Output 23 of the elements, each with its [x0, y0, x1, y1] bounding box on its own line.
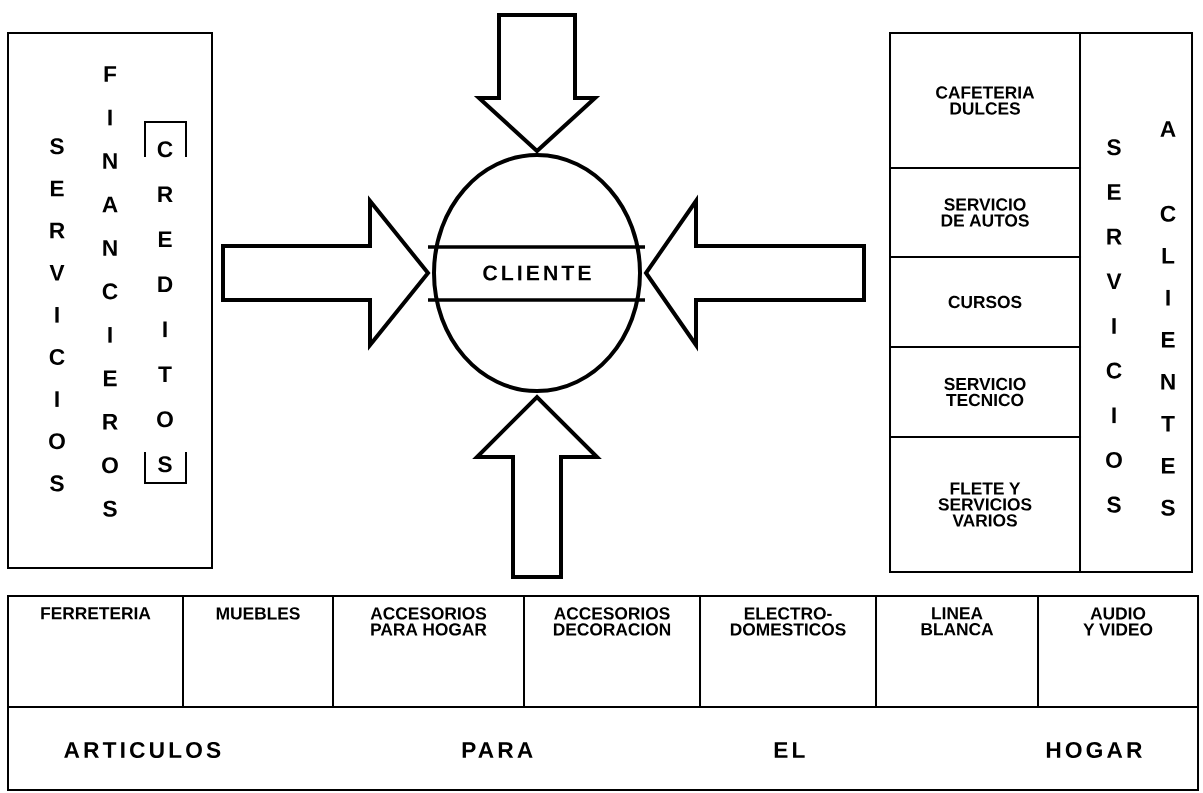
category-cell: LINEA BLANCA — [875, 595, 1039, 708]
block-arrow — [473, 13, 601, 154]
vertical-label: SERVICIOS — [49, 138, 65, 492]
category-cell: ACCESORIOS PARA HOGAR — [332, 595, 525, 708]
block-arrow — [221, 195, 431, 351]
vertical-label: SERVICIOS — [1106, 139, 1122, 513]
block-arrow — [643, 194, 866, 352]
category-cell: FLETE Y SERVICIOS VARIOS — [889, 436, 1081, 573]
category-cell: ACCESORIOS DECORACION — [523, 595, 701, 708]
vertical-label: A CLIENTES — [1160, 121, 1176, 516]
category-cell: SERVICIO DE AUTOS — [889, 167, 1081, 258]
category-cell: CAFETERIA DULCES — [889, 32, 1081, 169]
vertical-label: FINANCIEROS — [102, 66, 118, 517]
block-arrow — [472, 394, 602, 579]
category-cell: CURSOS — [889, 256, 1081, 348]
category-cell: MUEBLES — [182, 595, 334, 708]
category-cell: SERVICIO TECNICO — [889, 346, 1081, 438]
banner-label: ARTICULOS PARA EL HOGAR — [64, 742, 1142, 759]
category-cell: FERRETERIA — [7, 595, 184, 708]
circle-drawing: CLIENTE — [428, 153, 645, 393]
vertical-label: CREDITOS — [157, 141, 173, 473]
category-cell: AUDIO Y VIDEO — [1037, 595, 1199, 708]
category-cell: ELECTRO- DOMESTICOS — [699, 595, 877, 708]
